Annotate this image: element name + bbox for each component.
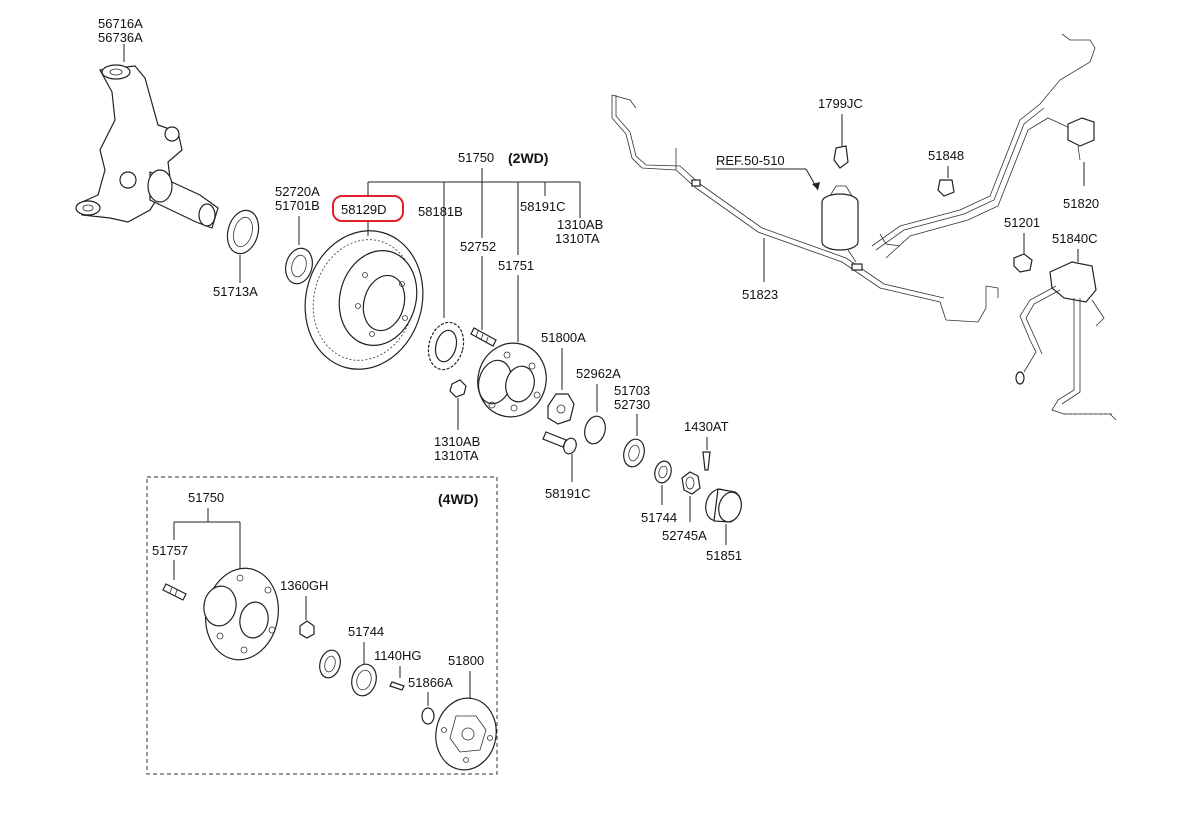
label-58181B: 58181B	[418, 204, 463, 219]
label-56716A: 56716A	[98, 16, 143, 31]
label-1310AB-top: 1310AB	[557, 217, 603, 232]
flange-51800A	[547, 393, 575, 425]
label-51750: 51750	[458, 150, 494, 165]
label-1799JC: 1799JC	[818, 96, 863, 111]
screw-1140HG	[389, 681, 405, 691]
label-1310TA-top: 1310TA	[555, 231, 600, 246]
lock-nut-52745A	[681, 471, 701, 495]
label-51823: 51823	[742, 287, 778, 302]
wheel-stud-51757	[162, 583, 187, 601]
washer-51744	[654, 460, 672, 484]
label-REF: REF.50-510	[716, 153, 785, 168]
clip-1799JC	[833, 145, 849, 169]
hub-51751	[477, 342, 547, 418]
label-1360GH: 1360GH	[280, 578, 328, 593]
tone-ring-58181B	[427, 321, 465, 371]
brake-disc-58129D	[304, 230, 424, 370]
brake-line-right	[871, 33, 1096, 259]
label-51820: 51820	[1063, 196, 1099, 211]
label-51851: 51851	[706, 548, 742, 563]
bearing-51703	[623, 438, 645, 468]
label-52752: 52752	[460, 239, 496, 254]
bleeder-51201	[1013, 253, 1033, 273]
o-ring-52962A	[584, 415, 606, 445]
label-58191C-bot: 58191C	[545, 486, 591, 501]
label-51750-4wd: 51750	[188, 490, 224, 505]
brake-line-51823	[611, 94, 999, 323]
label-2wd: (2WD)	[508, 150, 548, 166]
locking-hub-51800	[435, 697, 497, 771]
label-51800: 51800	[448, 653, 484, 668]
nut-1310AB	[449, 379, 467, 398]
canister-ref-50-510	[821, 185, 859, 263]
cotter-pin-1430AT	[702, 451, 711, 471]
label-58191C-top: 58191C	[520, 199, 566, 214]
label-51744-top: 51744	[641, 510, 677, 525]
label-51751: 51751	[498, 258, 534, 273]
4wd-group-box	[146, 476, 498, 775]
o-ring-51866A	[421, 707, 435, 725]
bearing-52720A	[285, 247, 313, 285]
label-51701B: 51701B	[275, 198, 320, 213]
label-4wd: (4WD)	[438, 491, 478, 507]
label-51866A: 51866A	[408, 675, 453, 690]
label-51713A: 51713A	[213, 284, 258, 299]
label-1310TA-bot: 1310TA	[434, 448, 479, 463]
label-51744-4wd: 51744	[348, 624, 384, 639]
label-51848: 51848	[928, 148, 964, 163]
label-58129D: 58129D	[341, 202, 387, 217]
label-52720A: 52720A	[275, 184, 320, 199]
label-52745A: 52745A	[662, 528, 707, 543]
label-52962A: 52962A	[576, 366, 621, 381]
label-56736A: 56736A	[98, 30, 143, 45]
hub-51750-4wd	[203, 567, 279, 661]
bearing-1140HG-area	[351, 663, 377, 697]
brake-hose-51840C	[1015, 261, 1117, 421]
label-51703: 51703	[614, 383, 650, 398]
label-51757: 51757	[152, 543, 188, 558]
hub-cap-51851	[705, 488, 742, 523]
label-52730: 52730	[614, 397, 650, 412]
seal-51744-4wd	[319, 649, 341, 679]
steering-knuckle	[75, 64, 219, 229]
label-51800A: 51800A	[541, 330, 586, 345]
label-51840C: 51840C	[1052, 231, 1098, 246]
label-51201: 51201	[1004, 215, 1040, 230]
seal-51713A	[226, 209, 260, 255]
nut-1360GH	[299, 620, 315, 639]
clip-51848	[937, 179, 955, 197]
label-1310AB-bot: 1310AB	[434, 434, 480, 449]
label-1140HG: 1140HG	[374, 648, 421, 663]
wheel-stud-52752	[470, 327, 497, 347]
label-1430AT: 1430AT	[684, 419, 729, 434]
bolt-58191C	[542, 431, 577, 455]
